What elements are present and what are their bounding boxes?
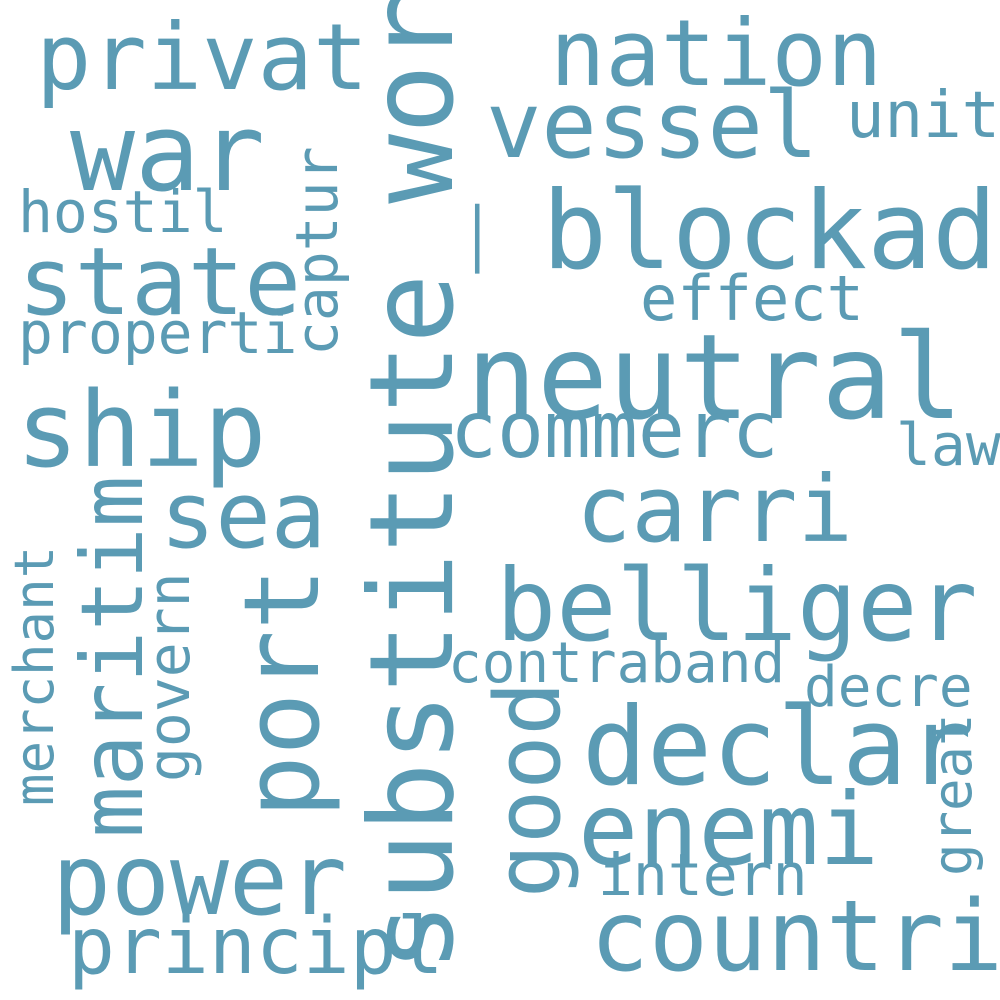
- word-sea: sea: [160, 462, 327, 569]
- word-ship: ship: [16, 369, 267, 491]
- word-countri: countri: [590, 880, 1000, 994]
- word-unit: unit: [846, 79, 1000, 153]
- word-properti: properti: [18, 299, 298, 367]
- word-vessel: vessel: [486, 72, 819, 179]
- word-captur: captur: [283, 146, 351, 356]
- word-decre: decre: [804, 655, 973, 720]
- word-neutral: neutral: [466, 308, 964, 446]
- word-power: power: [52, 824, 348, 938]
- word-intern: intern: [598, 841, 808, 909]
- word-enemi: enemi: [578, 771, 880, 888]
- word-great: great: [921, 713, 984, 876]
- word-privat: privat: [36, 4, 369, 111]
- word-declar: declar: [582, 685, 973, 810]
- word-blockad: blockad: [542, 169, 998, 294]
- word-substitute-word: substitute_word: [345, 0, 480, 972]
- word-merchant: merchant: [3, 545, 66, 806]
- word-good: good: [476, 681, 581, 898]
- word-principl: principl: [68, 902, 444, 992]
- word-hostil: hostil: [18, 178, 228, 246]
- word-port: port: [221, 567, 343, 818]
- word-commerc: commerc: [450, 386, 779, 476]
- word-contraband: contraband: [448, 631, 786, 696]
- word-war: war: [70, 91, 266, 216]
- word-belliger: belliger: [496, 547, 978, 664]
- word-carri: carri: [576, 456, 853, 563]
- word-nation: nation: [550, 0, 883, 107]
- word-law: law: [896, 411, 1000, 479]
- word-govern: govern: [135, 572, 203, 782]
- word-state: state: [18, 228, 301, 337]
- word-effect: effect: [640, 262, 864, 335]
